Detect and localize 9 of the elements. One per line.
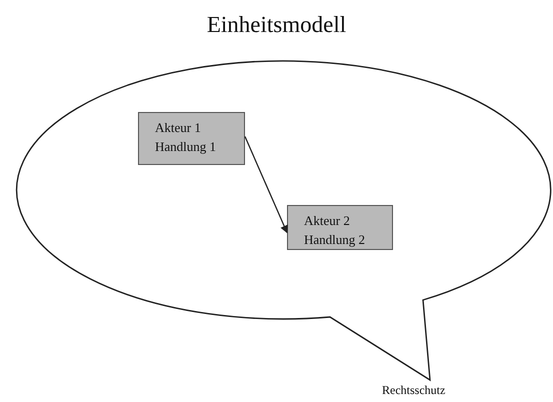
process-box (138, 112, 245, 165)
title: Einheitsmodell (206, 12, 348, 38)
box-label: Handlung 2 (304, 231, 366, 248)
process-box (287, 205, 393, 250)
box-label: Handlung 1 (155, 138, 218, 155)
node-label: Rechtsschutz (382, 383, 446, 398)
box-label: Akteur 1 (155, 119, 202, 136)
box-label: Akteur 2 (304, 212, 351, 229)
arrow (244, 136, 288, 234)
